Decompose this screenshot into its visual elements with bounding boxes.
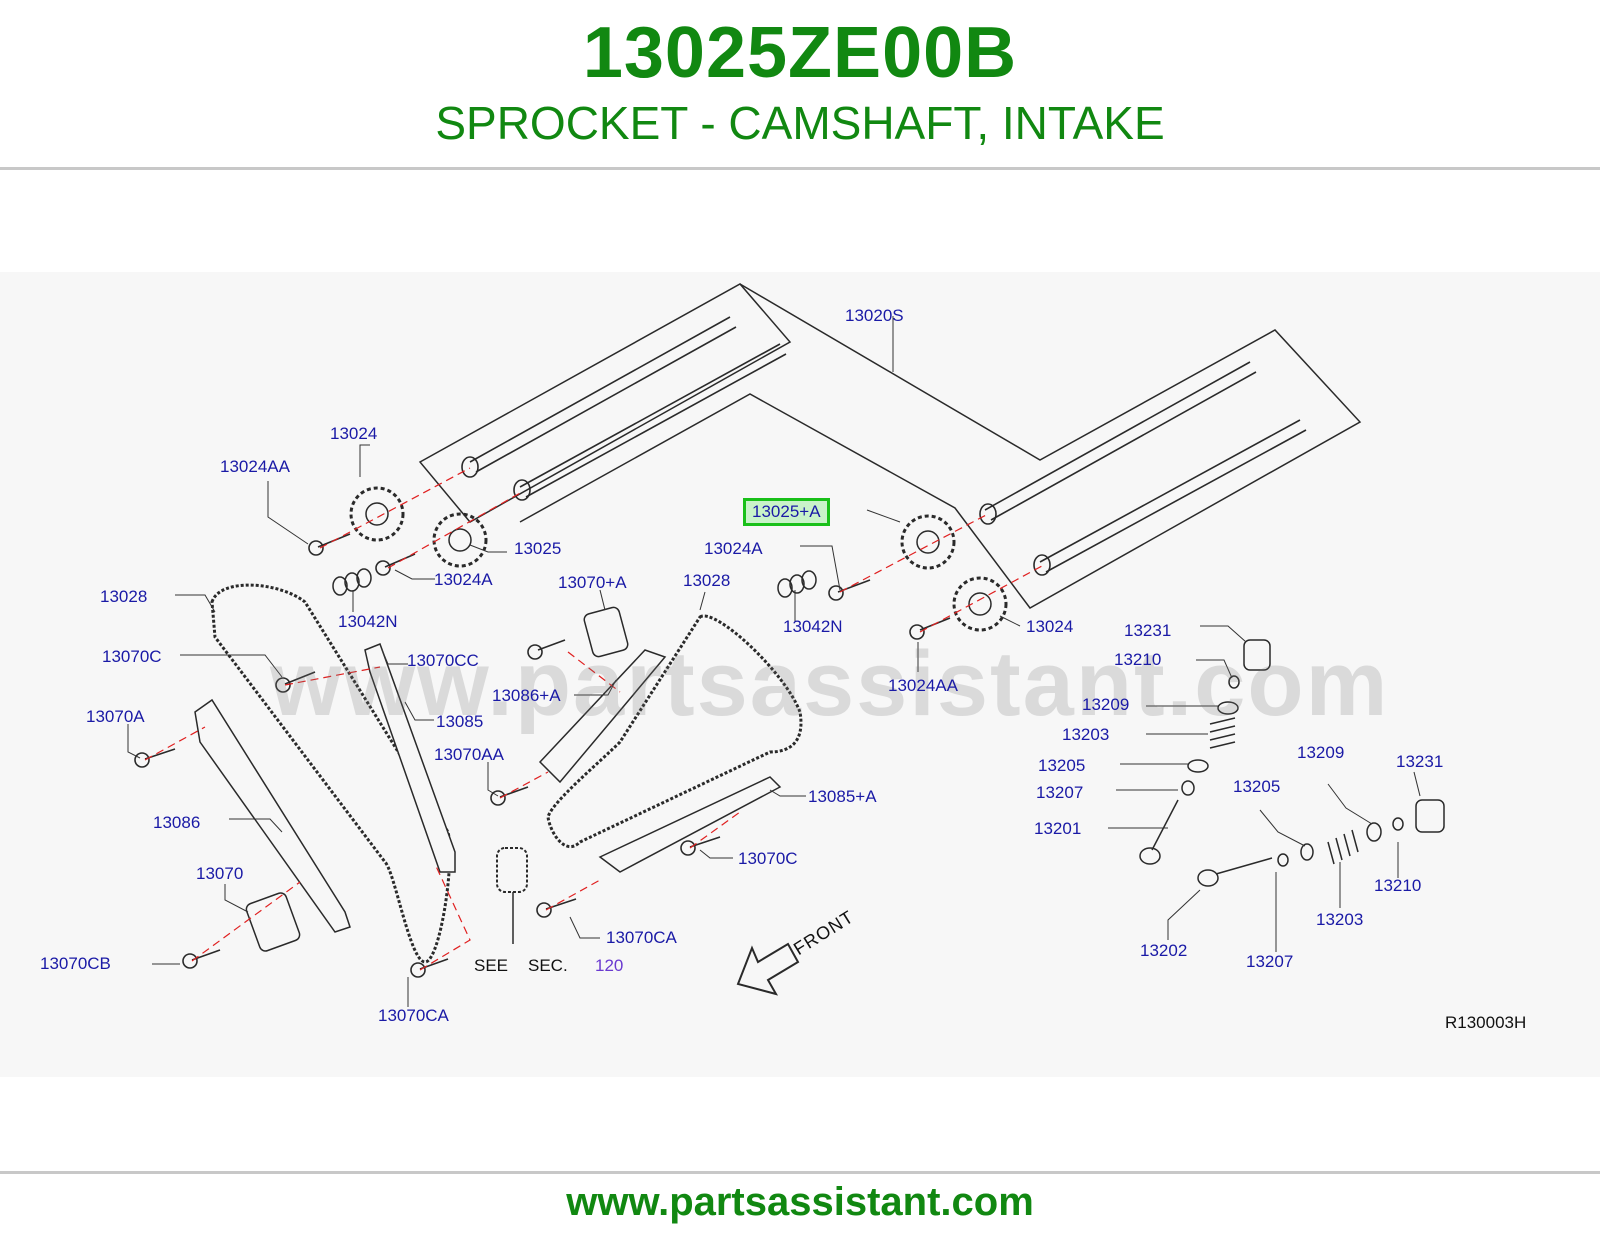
- guide-13085A: [598, 776, 782, 873]
- callout-13025[interactable]: 13025: [514, 539, 562, 558]
- callout-13070[interactable]: 13070: [196, 864, 244, 883]
- callout-13210-top[interactable]: 13210: [1114, 650, 1162, 669]
- guide-13085: [364, 643, 456, 873]
- callout-13024AA-right[interactable]: 13024AA: [888, 676, 958, 695]
- watermark: www.partsassistant.com: [270, 633, 1390, 735]
- callout-13025-plus-A-highlighted[interactable]: 13025+A: [743, 498, 830, 526]
- callout-13024A-right[interactable]: 13024A: [704, 539, 763, 558]
- callout-13020S[interactable]: 13020S: [845, 306, 904, 325]
- callout-13085[interactable]: 13085: [436, 712, 484, 731]
- diagram-reference-code: R130003H: [1445, 1013, 1527, 1032]
- callout-13201[interactable]: 13201: [1034, 819, 1082, 838]
- callout-13070CA-left[interactable]: 13070CA: [378, 1006, 449, 1025]
- right-timing-chain: [546, 614, 803, 849]
- page-header: 13025ZE00B SPROCKET - CAMSHAFT, INTAKE: [0, 0, 1600, 170]
- sprocket-13024-left: [349, 486, 405, 542]
- crank-sprocket: [496, 847, 528, 893]
- see-label: SEE: [474, 956, 509, 975]
- footer-website-url[interactable]: www.partsassistant.com: [566, 1180, 1034, 1224]
- callout-13070CC[interactable]: 13070CC: [407, 651, 479, 670]
- part-description: SPROCKET - CAMSHAFT, INTAKE: [435, 97, 1165, 149]
- header-divider: [0, 167, 1600, 170]
- callout-13042N-right[interactable]: 13042N: [783, 617, 843, 636]
- sprocket-13024-right: [952, 576, 1008, 632]
- callout-13070CA-right[interactable]: 13070CA: [606, 928, 677, 947]
- callout-13028-left[interactable]: 13028: [100, 587, 148, 606]
- tensioner-13070A-upper: [583, 606, 629, 658]
- callout-13205-bottom[interactable]: 13205: [1233, 777, 1281, 796]
- callout-13209-top[interactable]: 13209: [1082, 695, 1130, 714]
- left-intake-camshaft: [461, 316, 737, 478]
- footer-divider: [0, 1171, 1600, 1174]
- section-120-link[interactable]: 120: [595, 956, 624, 975]
- callout-13209-bottom[interactable]: 13209: [1297, 743, 1345, 762]
- callout-13070-plus-A[interactable]: 13070+A: [558, 573, 627, 592]
- right-exhaust-camshaft: [1033, 419, 1307, 576]
- callout-13202[interactable]: 13202: [1140, 941, 1188, 960]
- callout-13203-top[interactable]: 13203: [1062, 725, 1110, 744]
- o-rings: [332, 568, 817, 598]
- guide-13086A: [538, 649, 667, 784]
- callout-13024A-left[interactable]: 13024A: [434, 570, 493, 589]
- callout-13210-bottom[interactable]: 13210: [1374, 876, 1422, 895]
- callout-13042N-left[interactable]: 13042N: [338, 612, 398, 631]
- callout-13086-plus-A[interactable]: 13086+A: [492, 686, 561, 705]
- callout-13207-top[interactable]: 13207: [1036, 783, 1084, 802]
- callout-13070AA[interactable]: 13070AA: [434, 745, 504, 764]
- valve-train-assembly: [1139, 639, 1445, 887]
- callout-13070CB[interactable]: 13070CB: [40, 954, 111, 973]
- callout-13231-top[interactable]: 13231: [1124, 621, 1172, 640]
- left-exhaust-camshaft: [513, 343, 787, 501]
- front-arrow: [736, 942, 800, 996]
- callout-13028-right[interactable]: 13028: [683, 571, 731, 590]
- callout-13024AA-left[interactable]: 13024AA: [220, 457, 290, 476]
- callout-13085-plus-A[interactable]: 13085+A: [808, 787, 877, 806]
- callout-13086[interactable]: 13086: [153, 813, 201, 832]
- alignment-leaders: [144, 467, 1043, 971]
- callout-13070C-right[interactable]: 13070C: [738, 849, 798, 868]
- left-camshaft-frame: [418, 283, 792, 523]
- callout-13070C-left[interactable]: 13070C: [102, 647, 162, 666]
- sprocket-13025A-right: [900, 514, 956, 570]
- callout-13207-bottom[interactable]: 13207: [1246, 952, 1294, 971]
- callout-13205-top[interactable]: 13205: [1038, 756, 1086, 775]
- callout-13231-bottom[interactable]: 13231: [1396, 752, 1444, 771]
- guide-13086: [194, 698, 351, 933]
- diagram-drawing: [127, 283, 1445, 1007]
- callout-13203-bottom[interactable]: 13203: [1316, 910, 1364, 929]
- callout-13024-right[interactable]: 13024: [1026, 617, 1074, 636]
- callout-leaders: [127, 316, 1421, 1007]
- parts-diagram: www.partsassistant.com 13020S 13024 1302…: [0, 272, 1600, 1077]
- tensioner-13070: [245, 892, 301, 952]
- sec-label: SEC.: [528, 956, 568, 975]
- callout-13024-left[interactable]: 13024: [330, 424, 378, 443]
- part-number-title: 13025ZE00B: [582, 13, 1018, 93]
- left-timing-chain: [210, 583, 452, 964]
- right-intake-camshaft: [979, 361, 1257, 525]
- camshaft-group-bracket: [519, 283, 1362, 609]
- callout-13070A[interactable]: 13070A: [86, 707, 145, 726]
- sprocket-13025-left: [432, 512, 488, 568]
